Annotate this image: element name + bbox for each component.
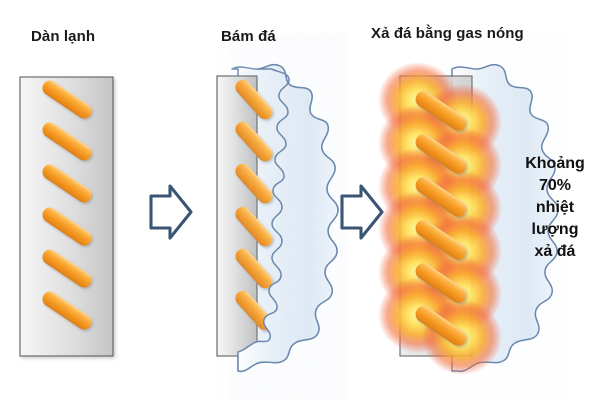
arrow-2	[340, 184, 384, 240]
tube-group-1	[42, 80, 92, 330]
panel-hot-gas-defrost	[378, 62, 559, 375]
tube-group-3	[415, 91, 467, 346]
panel-ice-buildup	[216, 63, 339, 373]
arrow-1	[149, 184, 193, 240]
side-note-defrost-heat: Khoảng 70% nhiệt lượng xả đá	[512, 153, 598, 263]
side-note-line-5: xả đá	[534, 243, 576, 260]
side-note-line-3: nhiệt	[535, 199, 575, 216]
panel-title-hot-gas-defrost: Xả đá bằng gas nóng	[371, 25, 524, 42]
panel-evaporator	[19, 76, 114, 357]
side-note-line-1: Khoảng	[525, 155, 585, 172]
panel-title-evaporator: Dàn lạnh	[31, 28, 96, 45]
side-note-line-4: lượng	[531, 221, 579, 238]
side-note-line-2: 70%	[538, 177, 572, 194]
panel-title-ice-buildup: Bám đá	[221, 28, 276, 45]
